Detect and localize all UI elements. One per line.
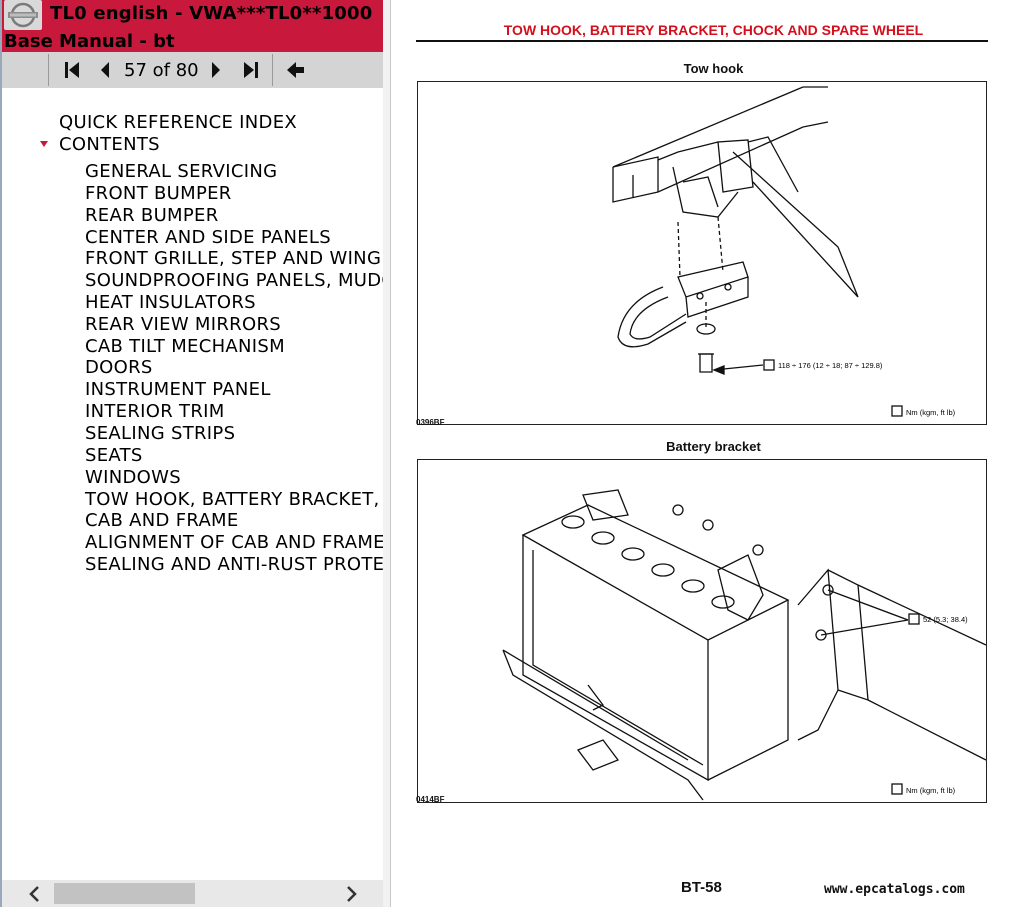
tow-hook-figure: 118 ÷ 176 (12 ÷ 18; 87 ÷ 129.8) Nm (kgm,… bbox=[417, 81, 987, 425]
toc-item-interior-trim[interactable]: INTERIOR TRIM bbox=[85, 401, 225, 422]
toc-item-tow-hook[interactable]: TOW HOOK, BATTERY BRACKET, bbox=[85, 489, 380, 510]
toc-item-rear-bumper[interactable]: REAR BUMPER bbox=[85, 205, 219, 226]
tow-hook-illustration: 118 ÷ 176 (12 ÷ 18; 87 ÷ 129.8) Nm (kgm,… bbox=[612, 86, 956, 417]
back-button[interactable] bbox=[284, 52, 308, 88]
last-page-icon bbox=[244, 62, 258, 78]
document-title: TOW HOOK, BATTERY BRACKET, CHOCK AND SPA… bbox=[503, 22, 924, 38]
page-counter: 57 of 80 bbox=[124, 60, 199, 81]
torque-legend: Nm (kgm, ft lb) bbox=[906, 786, 956, 795]
toolbar-separator bbox=[272, 54, 273, 86]
next-page-icon bbox=[212, 62, 220, 78]
toc-item-windows[interactable]: WINDOWS bbox=[85, 467, 181, 488]
toc-item-sealing-anti-rust[interactable]: SEALING AND ANTI-RUST PROTE bbox=[85, 554, 383, 575]
toc-item-center-side-panels[interactable]: CENTER AND SIDE PANELS bbox=[85, 227, 331, 248]
toc-item-cab-and-frame[interactable]: CAB AND FRAME bbox=[85, 510, 239, 531]
expand-arrow-icon[interactable] bbox=[39, 140, 49, 148]
toc-item-contents[interactable]: CONTENTS bbox=[59, 134, 160, 155]
brand-logo bbox=[4, 0, 42, 30]
figure-caption: Tow hook bbox=[683, 61, 744, 76]
toc-item-rear-view-mirrors[interactable]: REAR VIEW MIRRORS bbox=[85, 314, 281, 335]
toc-item-seats[interactable]: SEATS bbox=[85, 445, 143, 466]
back-icon bbox=[287, 62, 304, 78]
sidebar: TL0 english - VWA***TL0**1000 Base Manua… bbox=[0, 0, 383, 907]
first-page-icon bbox=[65, 62, 79, 78]
manual-subtitle: Base Manual - bt bbox=[4, 31, 175, 52]
figure-code: 0414BF bbox=[416, 795, 445, 804]
last-page-button[interactable] bbox=[239, 52, 263, 88]
scroll-left-icon[interactable] bbox=[28, 886, 40, 902]
previous-page-button[interactable] bbox=[95, 52, 115, 88]
page-number: BT-58 bbox=[681, 879, 722, 896]
torque-spec: 52 (5.3; 38.4) bbox=[923, 615, 968, 624]
page-navigation-bar: 57 of 80 bbox=[2, 52, 383, 88]
toc-item-sealing-strips[interactable]: SEALING STRIPS bbox=[85, 423, 236, 444]
toc-item-heat-insulators[interactable]: HEAT INSULATORS bbox=[85, 292, 256, 313]
prev-page-icon bbox=[101, 62, 109, 78]
torque-spec: 118 ÷ 176 (12 ÷ 18; 87 ÷ 129.8) bbox=[778, 361, 883, 370]
app-header: TL0 english - VWA***TL0**1000 Base Manua… bbox=[2, 0, 383, 52]
toc-item-quick-reference[interactable]: QUICK REFERENCE INDEX bbox=[59, 112, 297, 133]
toc-item-doors[interactable]: DOORS bbox=[85, 357, 153, 378]
toc-item-front-bumper[interactable]: FRONT BUMPER bbox=[85, 183, 232, 204]
toolbar-separator bbox=[48, 54, 49, 86]
battery-bracket-figure: 52 (5.3; 38.4) Nm (kgm, ft lb) bbox=[417, 459, 987, 803]
toc-item-soundproofing[interactable]: SOUNDPROOFING PANELS, MUDG bbox=[85, 270, 383, 291]
battery-bracket-illustration: 52 (5.3; 38.4) Nm (kgm, ft lb) bbox=[502, 489, 987, 801]
horizontal-scrollbar[interactable] bbox=[2, 880, 383, 907]
window-title: TL0 english - VWA***TL0**1000 bbox=[50, 3, 373, 24]
toc-item-general-servicing[interactable]: GENERAL SERVICING bbox=[85, 161, 278, 182]
watermark: www.epcatalogs.com bbox=[824, 882, 965, 897]
figure-code: 0396BF bbox=[416, 418, 445, 427]
toc-item-front-grille[interactable]: FRONT GRILLE, STEP AND WING bbox=[85, 248, 382, 269]
scroll-right-icon[interactable] bbox=[346, 886, 358, 902]
toc-item-alignment[interactable]: ALIGNMENT OF CAB AND FRAME bbox=[85, 532, 383, 553]
torque-legend: Nm (kgm, ft lb) bbox=[906, 408, 956, 417]
first-page-button[interactable] bbox=[60, 52, 84, 88]
toc-item-cab-tilt[interactable]: CAB TILT MECHANISM bbox=[85, 336, 285, 357]
figure-caption: Battery bracket bbox=[666, 439, 761, 454]
next-page-button[interactable] bbox=[206, 52, 226, 88]
title-rule bbox=[416, 40, 988, 42]
scrollbar-thumb[interactable] bbox=[54, 883, 195, 904]
toc-item-instrument-panel[interactable]: INSTRUMENT PANEL bbox=[85, 379, 271, 400]
panel-splitter[interactable] bbox=[383, 0, 391, 907]
document-viewer: TOW HOOK, BATTERY BRACKET, CHOCK AND SPA… bbox=[391, 0, 1036, 907]
